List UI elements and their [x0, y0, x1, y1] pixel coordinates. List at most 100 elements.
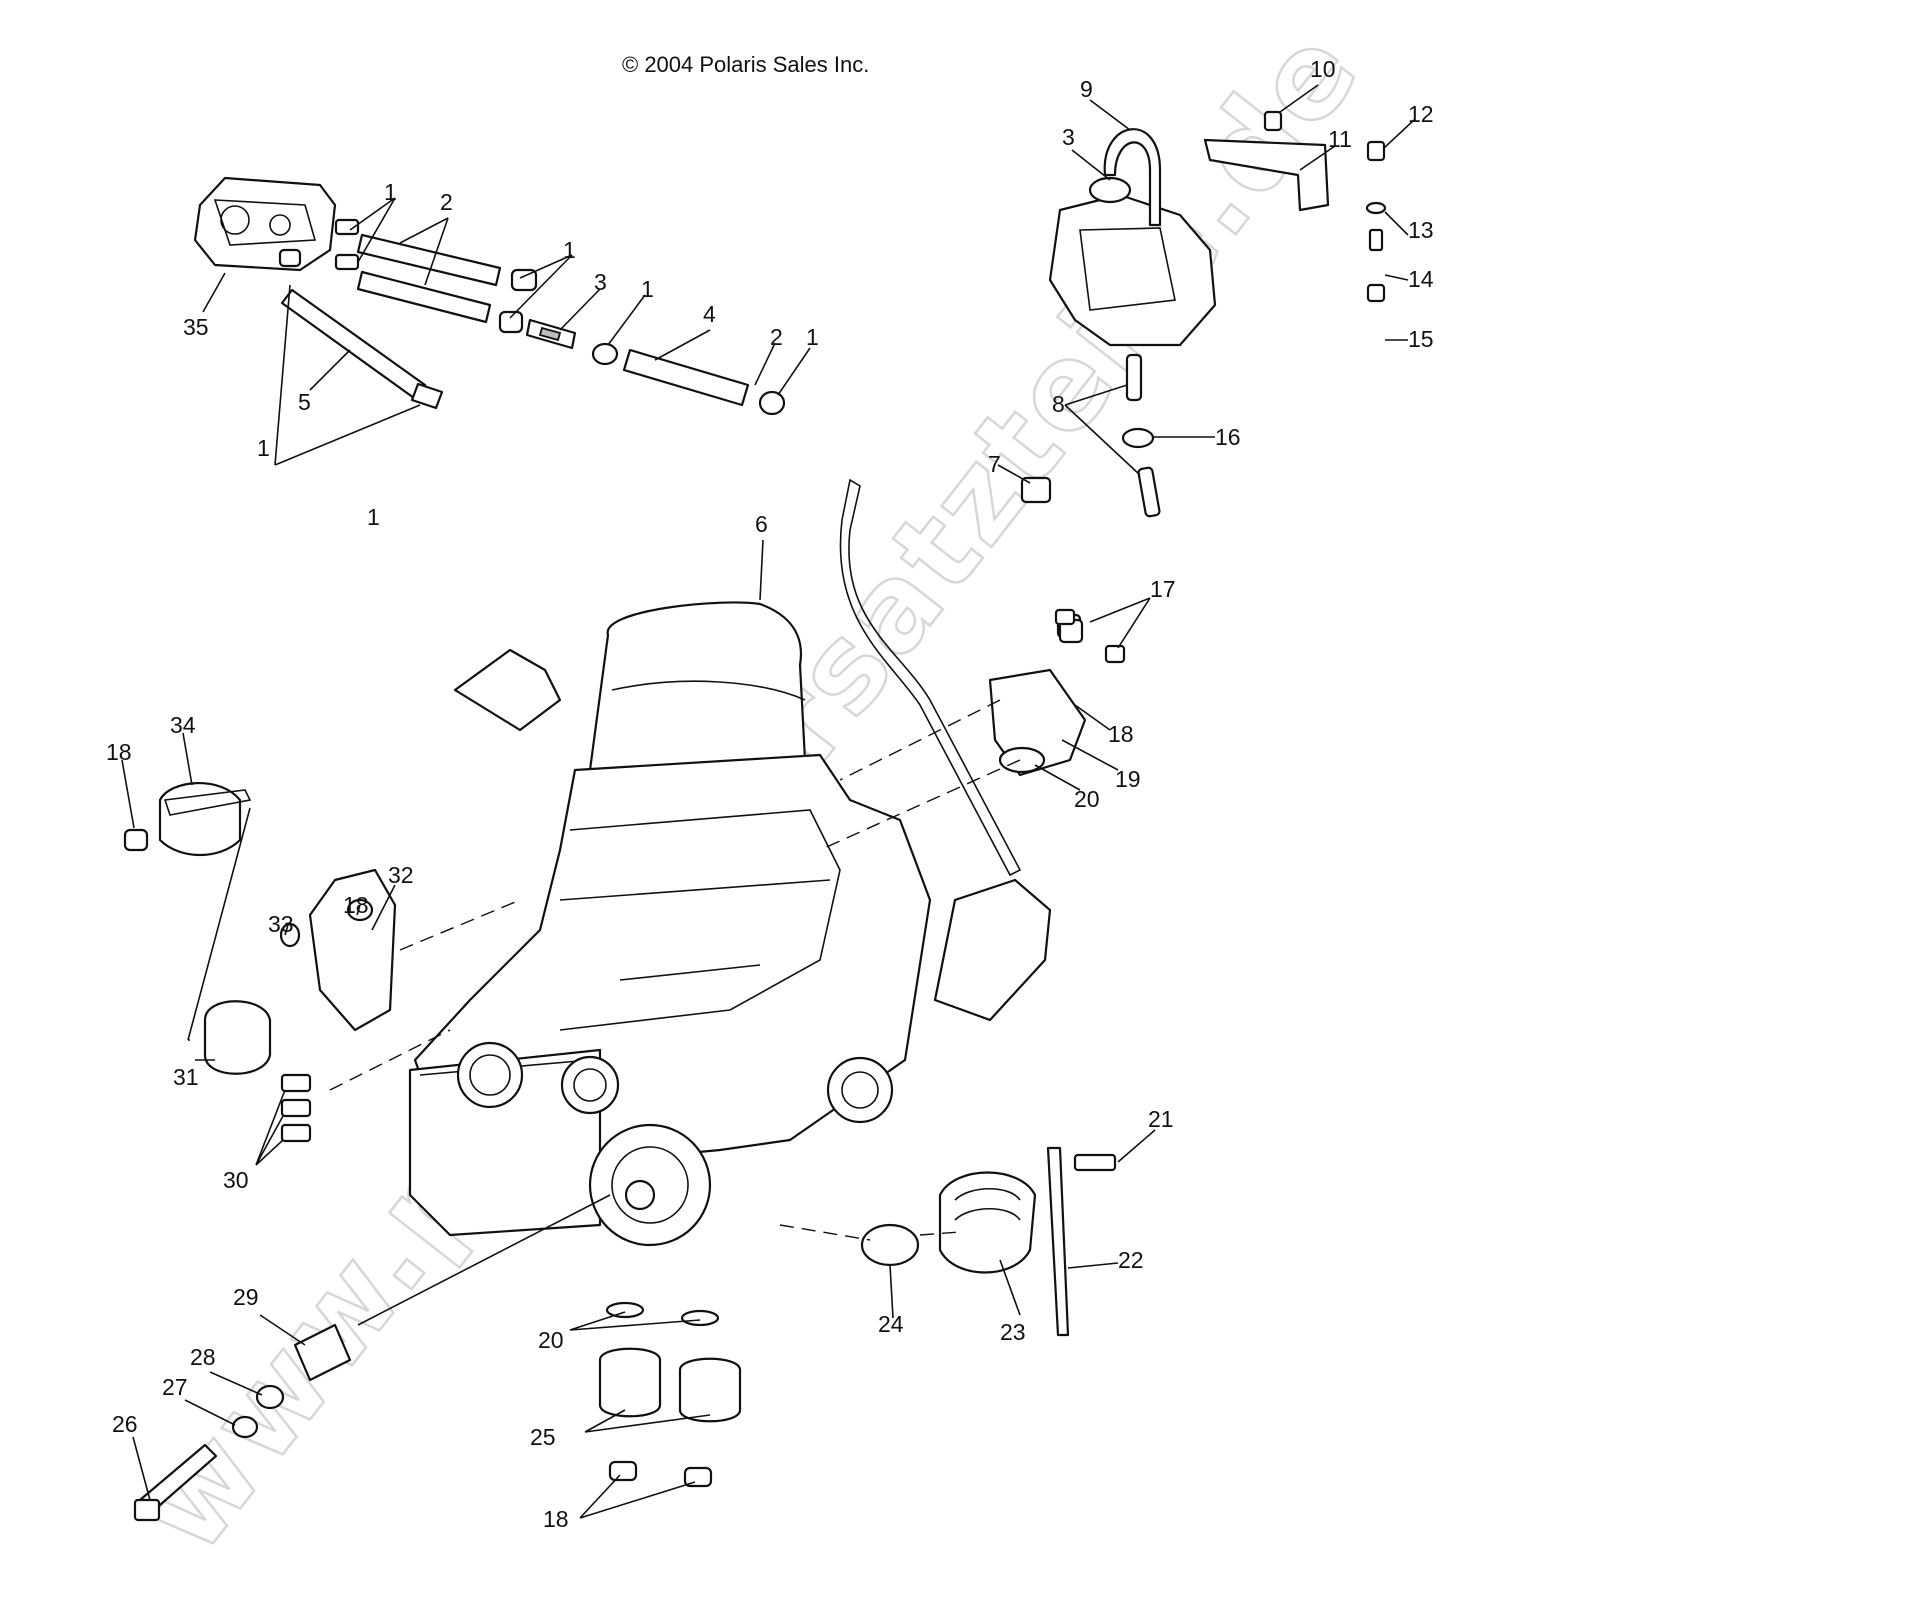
callout-number: 29 — [233, 1284, 259, 1310]
bottom-parts-group — [133, 1146, 1117, 1522]
callout-number: 35 — [183, 314, 209, 340]
engine-assembly — [408, 478, 1052, 1247]
carburetor-group — [1020, 110, 1387, 518]
callout-number: 18 — [543, 1506, 569, 1532]
callout-number: 27 — [162, 1374, 188, 1400]
fuel-pump-group — [193, 176, 360, 272]
callout-number: 34 — [170, 712, 196, 738]
callout-number: 15 — [1408, 326, 1434, 352]
callout-number: 2 — [770, 324, 783, 350]
callout-number: 6 — [755, 511, 768, 537]
spacer — [293, 1323, 352, 1382]
callout-number: 13 — [1408, 217, 1434, 243]
callout-number: 1 — [641, 276, 654, 302]
stud — [1368, 228, 1384, 252]
callout-number: 14 — [1408, 266, 1434, 292]
callout-number: 4 — [703, 301, 716, 327]
callout-number: 19 — [1115, 766, 1141, 792]
callout-number: 11 — [1328, 126, 1352, 152]
drive-boot — [938, 1171, 1037, 1274]
cylinder-head-cover — [588, 601, 807, 772]
copyright-notice: © 2004 Polaris Sales Inc. — [622, 52, 870, 77]
drain-hose — [1137, 466, 1161, 518]
callout-number: 30 — [223, 1167, 249, 1193]
crankcase-lower — [408, 1048, 602, 1237]
callout-number: 1 — [367, 504, 380, 530]
callout-number: 21 — [1148, 1106, 1174, 1132]
mount-isolator — [678, 1357, 742, 1423]
drain-hose — [1125, 353, 1143, 402]
callout-number: 20 — [538, 1327, 564, 1353]
washer — [255, 1384, 285, 1410]
callout-number: 7 — [988, 451, 1001, 477]
washer — [998, 746, 1046, 774]
callout-number: 24 — [878, 1311, 904, 1337]
nut — [1366, 140, 1386, 162]
vent-hose — [1103, 128, 1162, 227]
fuel-hoses — [280, 233, 786, 416]
callout-number: 18 — [343, 892, 369, 918]
bolt — [280, 1073, 312, 1093]
hose-clamp — [860, 1223, 920, 1267]
thermostat-housing — [560, 1055, 620, 1115]
callout-number: 33 — [268, 911, 294, 937]
washer — [1365, 201, 1387, 215]
hose-clamp — [510, 268, 538, 292]
engine-mount-plate — [308, 868, 397, 1032]
bolt — [280, 1098, 312, 1118]
callout-number: 5 — [298, 389, 311, 415]
callout-number: 3 — [1062, 124, 1075, 150]
callout-number: 31 — [173, 1064, 199, 1090]
washer — [605, 1301, 645, 1319]
callout-number: 1 — [563, 237, 576, 263]
left-mount-group — [123, 781, 521, 1143]
callout-number: 17 — [1150, 576, 1176, 602]
hose-clamp — [498, 310, 524, 334]
bolt-head — [133, 1498, 161, 1522]
bolt — [1073, 1153, 1117, 1172]
callout-number: 2 — [440, 189, 453, 215]
callout-number: 32 — [388, 862, 414, 888]
hose-clamp — [758, 390, 786, 416]
flange-nut — [608, 1460, 638, 1482]
callout-number: 1 — [806, 324, 819, 350]
callout-number: 8 — [1052, 391, 1065, 417]
bolt — [280, 1123, 312, 1143]
intake-manifold — [453, 648, 562, 732]
callout-number: 18 — [1108, 721, 1134, 747]
bolt — [1020, 476, 1052, 504]
fuel-line-long — [622, 348, 750, 407]
callout-number: 16 — [1215, 424, 1241, 450]
callout-number: 18 — [106, 739, 132, 765]
dipstick-tube — [839, 478, 1022, 877]
callout-number: 22 — [1118, 1247, 1144, 1273]
callout-number: 28 — [190, 1344, 216, 1370]
mounting-bracket — [1203, 138, 1330, 212]
callout-number: 12 — [1408, 101, 1434, 127]
flange-nut — [346, 898, 374, 922]
mount-isolator — [598, 1347, 662, 1418]
nut — [123, 828, 149, 852]
mount-cushion — [158, 781, 242, 857]
callout-number: 1 — [257, 435, 270, 461]
dipstick — [1046, 1146, 1070, 1337]
callout-number: 3 — [594, 269, 607, 295]
exhaust-port — [933, 878, 1052, 1022]
callout-number: 26 — [112, 1411, 138, 1437]
callout-number: 9 — [1080, 76, 1093, 102]
flange-nut — [683, 1466, 713, 1488]
fuel-hose-drop — [280, 288, 427, 400]
water-pump — [826, 1056, 894, 1124]
fuel-pump — [193, 176, 337, 272]
nut — [1366, 283, 1386, 303]
callout-labels: 1 1 1 1 1 1 2 2 3 4 5 35 3 9 10 11 12 13… — [106, 56, 1434, 1532]
leader-lines — [121, 84, 1415, 1519]
callout-number: 25 — [530, 1424, 556, 1450]
callout-number: 10 — [1310, 56, 1336, 82]
callout-number: 23 — [1000, 1319, 1026, 1345]
bolt — [1263, 110, 1283, 132]
washer — [680, 1309, 720, 1327]
grommet — [1121, 427, 1155, 449]
